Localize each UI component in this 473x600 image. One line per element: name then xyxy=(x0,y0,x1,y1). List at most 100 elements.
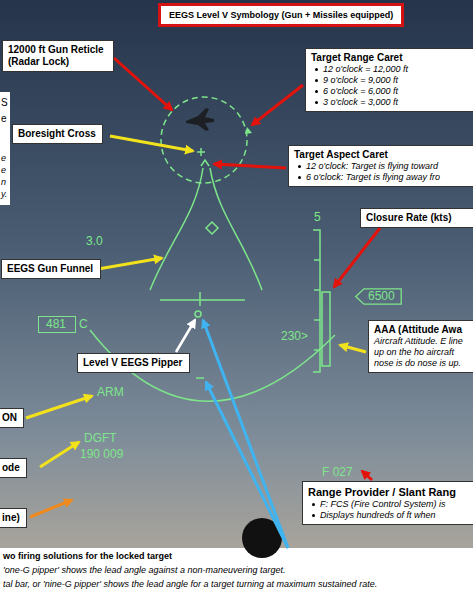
bullet-row: Displays hundreds of ft when xyxy=(312,510,468,521)
bullet-row: F: FCS (Fire Control System) is xyxy=(312,499,468,510)
cut-text: e xyxy=(1,113,7,125)
bullet-dot xyxy=(298,165,301,168)
callout-heading: Boresight Cross xyxy=(18,128,97,140)
eegs-pipper xyxy=(195,311,201,317)
leader-arrow xyxy=(110,136,193,151)
callout-body: Aircraft Attitude. E line up on the ho a… xyxy=(374,336,468,369)
hud-readout: 5 xyxy=(314,211,321,225)
bullet-text: 6 o'clock = 6,000 ft xyxy=(323,86,398,97)
leader-arrow xyxy=(214,164,286,168)
bullet-dot xyxy=(315,90,318,93)
cut-text: S xyxy=(1,97,8,109)
callout-heading: EEGS Gun Funnel xyxy=(7,263,95,275)
cut-text: n xyxy=(1,177,6,187)
title-box: EEGS Level V Symbology (Gun + Missiles e… xyxy=(158,3,404,27)
callout-heading: Range Provider / Slant Rang xyxy=(308,485,468,499)
callout-box: Range Provider / Slant RangF: FCS (Fire … xyxy=(302,481,473,525)
callout-box: Closure Rate (kts) xyxy=(360,208,473,228)
bullet-row: 12 o'clock = 12,000 ft xyxy=(315,64,468,75)
bullet-row: 6 o'clock = 6,000 ft xyxy=(315,86,468,97)
cut-panel xyxy=(0,92,10,205)
bullet-row: 9 o'clock = 9,000 ft xyxy=(315,75,468,86)
nine-g-bar xyxy=(160,292,245,306)
callout-heading: Level V EEGS Pipper xyxy=(83,357,184,369)
bullet-dot xyxy=(315,79,318,82)
hud-readout: C xyxy=(79,318,88,332)
boresight-cross xyxy=(197,148,205,156)
cut-text: y. xyxy=(1,189,7,199)
sky-background xyxy=(0,0,473,548)
range-readout: 6500 xyxy=(355,288,402,305)
callout-box: 12000 ft Gun Reticle (Radar Lock) xyxy=(2,40,114,72)
callout-heading: ine) xyxy=(2,512,21,524)
leader-arrow xyxy=(362,471,372,480)
bullet-dot xyxy=(298,176,301,179)
bullet-dot xyxy=(315,101,318,104)
leader-arrow xyxy=(114,58,172,110)
caption-text: tal bar, or 'nine-G pipper' shows the le… xyxy=(3,579,377,589)
callout-box: ode xyxy=(0,458,27,478)
bullet-text: 12 o'clock: Target is flying toward xyxy=(306,161,438,172)
callout-box: Target Range Caret12 o'clock = 12,000 ft… xyxy=(305,48,473,112)
callout-heading: 12000 ft Gun Reticle (Radar Lock) xyxy=(8,44,108,68)
bullet-dot xyxy=(315,68,318,71)
hud-readout: 3.0 xyxy=(86,235,103,249)
hud-readout: DGFT xyxy=(84,432,117,446)
gun-funnel xyxy=(150,168,203,290)
leader-arrow xyxy=(40,442,79,467)
hud-readout: 6500 xyxy=(368,289,396,304)
callout-box: Level V EEGS Pipper xyxy=(77,353,190,373)
airspeed-box: 481 xyxy=(38,316,76,333)
leader-arrow xyxy=(30,500,72,517)
cut-text: e xyxy=(1,153,6,163)
bullet-text: 6 o'clock: Target is flying away fro xyxy=(306,172,440,183)
hud-readout: ARM xyxy=(97,386,124,400)
callout-heading: Target Range Caret xyxy=(311,52,468,64)
leader-arrow xyxy=(26,396,92,418)
callout-heading: ON xyxy=(2,412,18,424)
target-jet xyxy=(186,108,214,131)
callout-box: AAA (Attitude AwaAircraft Attitude. E li… xyxy=(368,320,473,373)
bullet-row: 12 o'clock: Target is flying toward xyxy=(298,161,468,172)
closure-bar xyxy=(322,292,330,366)
hud-readout: F 027 xyxy=(322,466,353,480)
caption-band xyxy=(0,548,473,600)
bullet-row: 3 o'clock = 3,000 ft xyxy=(315,97,468,108)
leader-arrow xyxy=(206,382,288,548)
bullet-row: 6 o'clock: Target is flying away fro xyxy=(298,172,468,183)
callout-heading: Target Aspect Caret xyxy=(294,149,468,161)
callout-box: Boresight Cross xyxy=(12,124,103,144)
callout-heading: ode xyxy=(2,462,21,474)
range-caret xyxy=(245,127,252,134)
callout-box: EEGS Gun Funnel xyxy=(1,259,101,279)
callout-box: ine) xyxy=(0,508,27,528)
leader-arrow xyxy=(98,258,162,269)
bullet-text: F: FCS (Fire Control System) is xyxy=(320,499,446,510)
hud-readout: 230> xyxy=(281,330,308,344)
closure-scale xyxy=(313,230,320,372)
leader-arrow xyxy=(203,320,288,548)
bullet-text: Displays hundreds of ft when xyxy=(320,510,436,521)
callout-box: Target Aspect Caret12 o'clock: Target is… xyxy=(288,145,473,187)
leader-arrow xyxy=(340,345,366,352)
bullet-text: 9 o'clock = 9,000 ft xyxy=(323,75,398,86)
caption-text: 'one-G pipper' shows the lead angle agai… xyxy=(3,565,286,575)
bullet-dot xyxy=(312,514,315,517)
gun-reticle xyxy=(161,97,247,183)
pentagon-outline xyxy=(356,289,401,304)
callout-box: ON xyxy=(0,408,24,428)
bullet-dot xyxy=(312,503,315,506)
caption-text: wo firing solutions for the locked targe… xyxy=(3,551,172,561)
bullet-text: 12 o'clock = 12,000 ft xyxy=(323,64,408,75)
callout-heading: AAA (Attitude Awa xyxy=(374,324,468,336)
bullet-text: 3 o'clock = 3,000 ft xyxy=(323,97,398,108)
aspect-caret xyxy=(201,160,209,166)
leader-arrow xyxy=(334,228,380,287)
leader-arrow xyxy=(252,85,303,125)
hud-readout: 481 xyxy=(46,317,68,332)
flight-path-diamond xyxy=(206,222,218,234)
callout-heading: Closure Rate (kts) xyxy=(366,212,468,224)
pipper-dash xyxy=(196,377,204,379)
hud-readout: 190 009 xyxy=(80,448,123,462)
